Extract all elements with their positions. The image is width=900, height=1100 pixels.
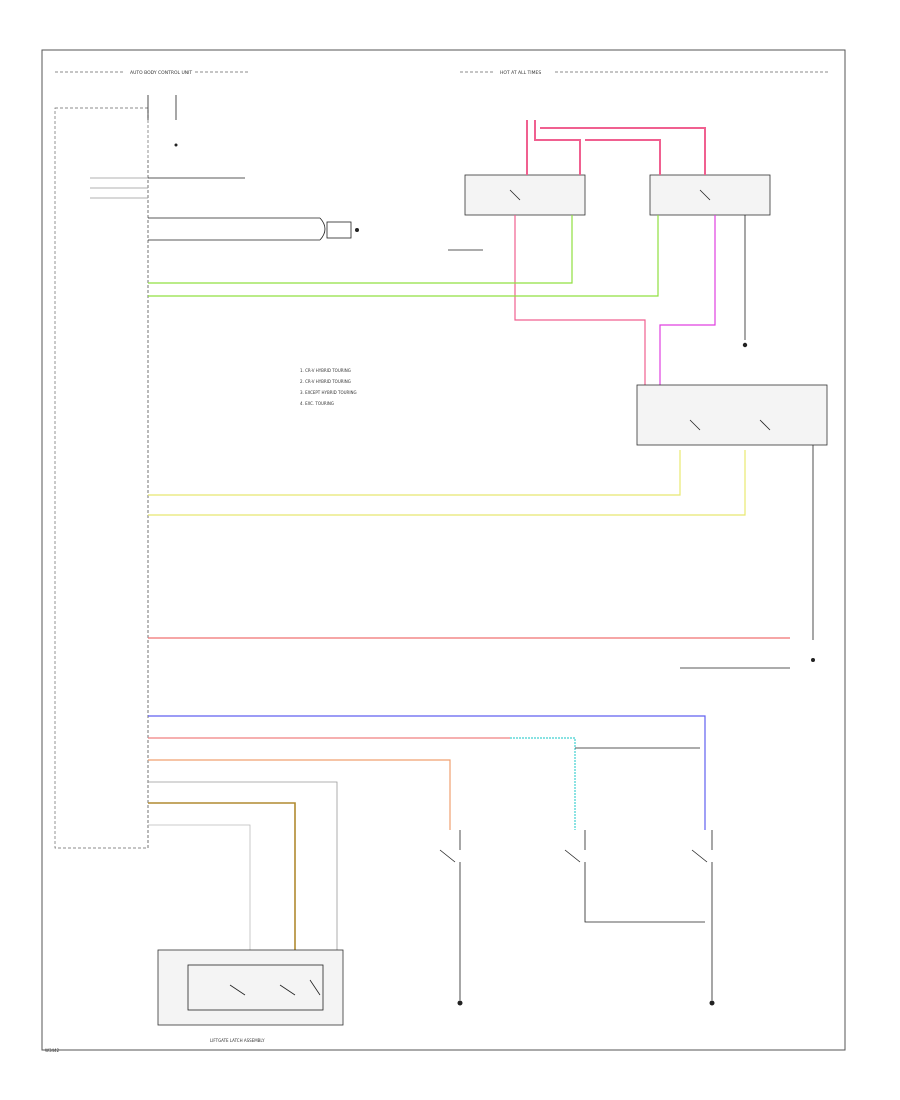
orange-wire bbox=[148, 759, 451, 830]
upper-left-fuses bbox=[147, 95, 178, 147]
left-box-pins bbox=[90, 177, 148, 199]
yellow-wires bbox=[148, 450, 746, 516]
liftgate-latch-caption: LIFTGATE LATCH ASSEMBLY bbox=[210, 1038, 265, 1043]
body-control-unit-box bbox=[54, 107, 149, 849]
relay-contacts bbox=[509, 189, 711, 201]
lime-wires bbox=[148, 215, 659, 297]
relay-right bbox=[649, 174, 771, 216]
right-region-header: HOT AT ALL TIMES bbox=[500, 70, 541, 76]
legend: 1. CR-V HYBRID TOURING 2. CR-V HYBRID TO… bbox=[300, 368, 357, 406]
legend-item-4: 4. EXC. TOURING bbox=[300, 401, 334, 406]
pink-power-wires bbox=[514, 120, 706, 385]
mid-right-unit bbox=[636, 384, 828, 446]
lower-switches bbox=[439, 830, 715, 1006]
lower-right-black-wires bbox=[680, 658, 815, 669]
olive-wire bbox=[148, 802, 296, 950]
upper-signal-wires bbox=[148, 177, 483, 251]
legend-item-1: 1. CR-V HYBRID TOURING bbox=[300, 368, 351, 373]
right-black-wires bbox=[742, 215, 814, 640]
mid-right-switches bbox=[689, 419, 771, 431]
legend-item-3: 3. EXCEPT HYBRID TOURING bbox=[300, 390, 357, 395]
cyan-wire bbox=[510, 737, 576, 830]
gray-wires bbox=[148, 781, 338, 950]
left-box-header: AUTO BODY CONTROL UNIT bbox=[130, 70, 192, 76]
magenta-wire bbox=[659, 215, 716, 385]
liftgate-latch-switches bbox=[187, 964, 324, 1011]
legend-item-2: 2. CR-V HYBRID TOURING bbox=[300, 379, 351, 384]
liftgate-latch-box bbox=[157, 949, 344, 1026]
blue-wire bbox=[148, 715, 706, 830]
relay-left bbox=[464, 174, 586, 216]
footer-code: W3442 bbox=[45, 1048, 60, 1053]
diagram-frame bbox=[41, 49, 846, 1051]
